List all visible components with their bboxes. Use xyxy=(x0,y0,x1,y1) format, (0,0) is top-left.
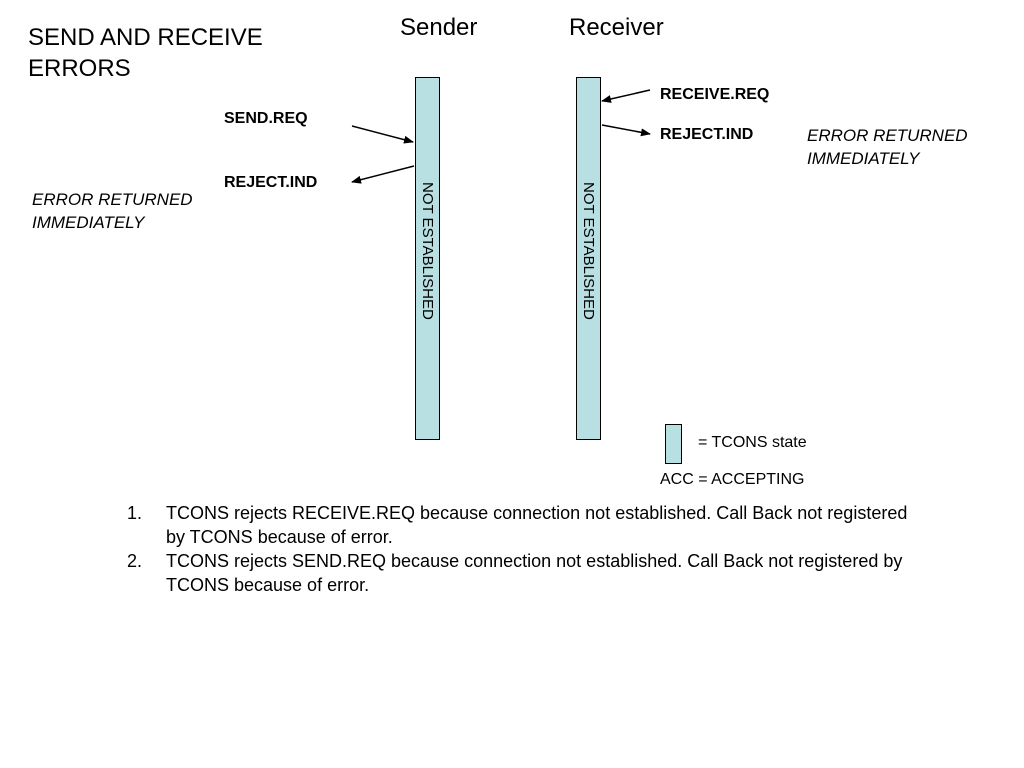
explanation-list: 1. TCONS rejects RECEIVE.REQ because con… xyxy=(127,501,917,597)
send-req-label: SEND.REQ xyxy=(224,110,308,127)
sender-state-bar: NOT ESTABLISHED xyxy=(415,77,440,440)
list-item: 2. TCONS rejects SEND.REQ because connec… xyxy=(127,549,917,597)
receiver-reject-ind-label: REJECT.IND xyxy=(660,126,754,143)
legend-state-label: = TCONS state xyxy=(698,434,807,451)
sender-state-label: NOT ESTABLISHED xyxy=(419,182,436,320)
list-item-number: 1. xyxy=(127,503,143,523)
receive-req-label: RECEIVE.REQ xyxy=(660,86,770,103)
legend-state-swatch xyxy=(665,424,682,464)
receive-req-arrow xyxy=(601,89,651,103)
list-item-number: 2. xyxy=(127,551,143,571)
legend-acc-label: ACC = ACCEPTING xyxy=(660,471,805,488)
receiver-column-heading: Receiver xyxy=(569,14,664,41)
list-item: 1. TCONS rejects RECEIVE.REQ because con… xyxy=(127,501,917,549)
receiver-state-label: NOT ESTABLISHED xyxy=(580,182,597,320)
sender-reject-ind-arrow xyxy=(351,165,415,184)
receiver-state-bar: NOT ESTABLISHED xyxy=(576,77,601,440)
page-title: SEND AND RECEIVE ERRORS xyxy=(28,24,263,82)
sender-column-heading: Sender xyxy=(400,14,478,41)
list-item-text: TCONS rejects SEND.REQ because connectio… xyxy=(166,551,903,595)
sender-error-note: ERROR RETURNED IMMEDIATELY xyxy=(32,190,193,232)
send-req-arrow xyxy=(351,125,414,144)
sender-reject-ind-label: REJECT.IND xyxy=(224,174,318,191)
receiver-error-note: ERROR RETURNED IMMEDIATELY xyxy=(807,126,968,168)
list-item-text: TCONS rejects RECEIVE.REQ because connec… xyxy=(166,503,908,547)
receiver-reject-ind-arrow xyxy=(601,124,651,137)
